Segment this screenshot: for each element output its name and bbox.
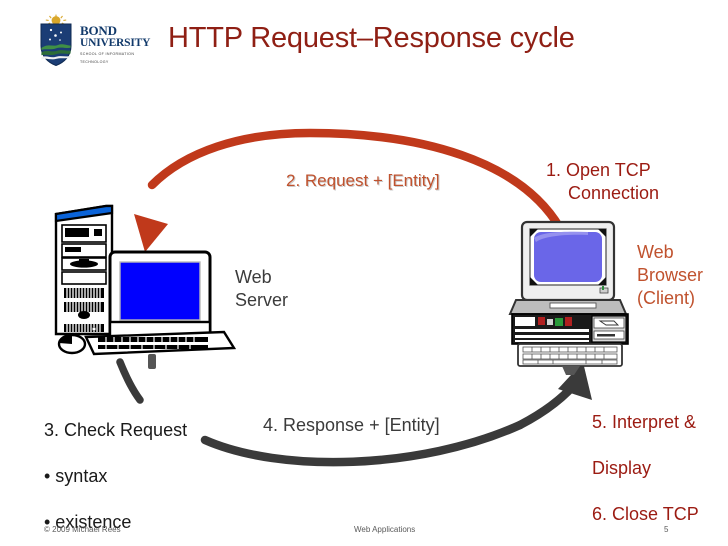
server-keyboard	[84, 330, 237, 356]
logo-line-university: UNIVERSITY	[80, 37, 151, 49]
server-tower	[54, 204, 114, 336]
logo-line-school: SCHOOL OF INFORMATION	[80, 52, 135, 56]
response-arrow	[116, 358, 592, 467]
footer-copyright: © 2009 Michael Rees	[44, 525, 121, 534]
client-monitor	[508, 220, 628, 315]
step5-6-block: 5. Interpret & Display 6. Close TCP Conn…	[592, 388, 699, 546]
client-keyboard	[517, 343, 623, 367]
footer-page-number: 5	[664, 525, 669, 534]
logo-line-bond: BOND	[80, 23, 117, 38]
step1-line1: 1. Open TCP	[546, 160, 651, 181]
step3-header: 3. Check Request	[44, 420, 188, 441]
client-case	[511, 313, 629, 345]
step3-check-request-block: 3. Check Request • syntax • existence • …	[44, 396, 187, 546]
server-label: Web Server	[235, 267, 289, 311]
step6-line1: 6. Close TCP	[592, 504, 699, 525]
client-computer-icon	[508, 220, 629, 375]
logo-line-technology: TECHNOLOGY	[80, 59, 109, 64]
slide-title: HTTP Request–Response cycle	[168, 22, 575, 54]
bond-university-logo: BOND UNIVERSITY SCHOOL OF INFORMATION TE…	[36, 14, 151, 70]
server-mouse	[57, 333, 87, 355]
step3-bullet-syntax: • syntax	[44, 466, 108, 487]
step1-open-tcp-label: 1. Open TCP Connection	[546, 136, 659, 228]
step3-bullet-existence: • existence	[44, 512, 132, 533]
web-server-computer-icon	[54, 204, 237, 369]
footer-center-title: Web Applications	[354, 525, 416, 534]
logo-wordmark: BOND UNIVERSITY SCHOOL OF INFORMATION TE…	[80, 23, 151, 65]
step4-response-label: 4. Response + [Entity]	[263, 415, 440, 435]
step2-request-label: 2. Request + [Entity]	[286, 171, 440, 190]
step5-line2: Display	[592, 458, 652, 479]
client-label: Web Browser (Client)	[637, 242, 704, 309]
bond-crest-icon	[40, 14, 72, 66]
step1-line2: Connection	[568, 183, 660, 204]
step5-line1: 5. Interpret &	[592, 412, 697, 433]
server-monitor	[108, 250, 212, 340]
